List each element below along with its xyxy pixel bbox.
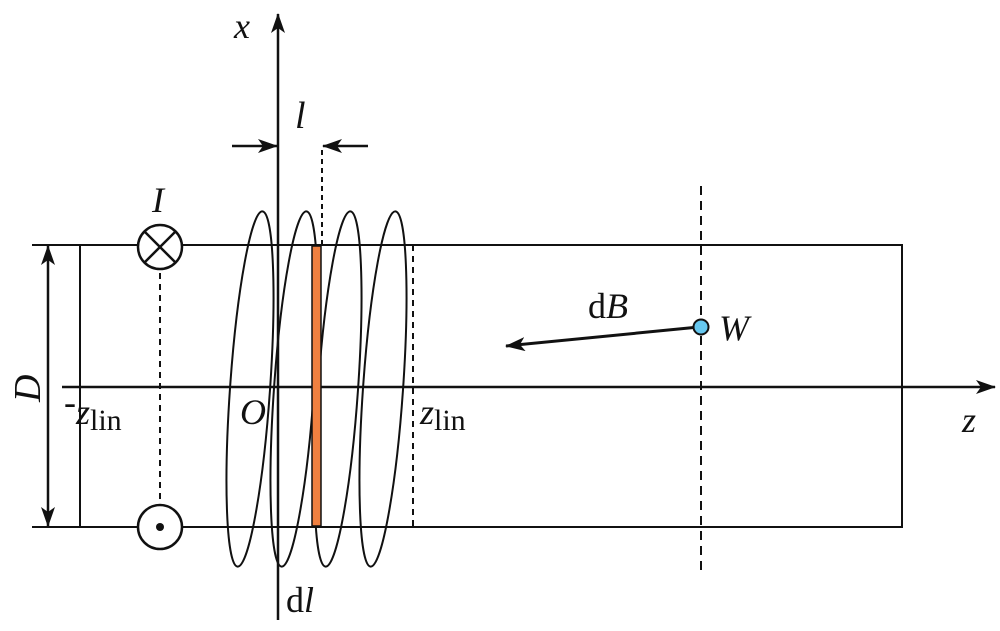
neg-zlin-label: -zlin bbox=[64, 382, 122, 437]
current-element-strip bbox=[311, 245, 322, 527]
current-out-of-page-icon bbox=[136, 503, 184, 551]
dl-label-d: d bbox=[286, 580, 304, 620]
current-into-page-icon bbox=[136, 223, 184, 271]
db-label-b: B bbox=[606, 286, 628, 326]
db-vector-arrow bbox=[505, 325, 700, 352]
point-w-marker bbox=[692, 318, 710, 336]
pitch-label: l bbox=[295, 95, 306, 137]
origin-label: O bbox=[240, 392, 266, 432]
zlin-z: z bbox=[419, 392, 434, 432]
db-label-d: d bbox=[588, 286, 606, 326]
dl-label-l: l bbox=[304, 580, 314, 620]
x-axis-label: x bbox=[233, 6, 250, 46]
neg-zlin-minus: - bbox=[64, 382, 76, 422]
diameter-label: D bbox=[7, 375, 49, 403]
coil-turn-4 bbox=[358, 210, 408, 568]
coil-turn-1 bbox=[225, 210, 275, 568]
z-axis-label: z bbox=[961, 400, 976, 440]
zlin-sub: lin bbox=[434, 404, 466, 437]
dl-label: dl bbox=[286, 580, 314, 620]
neg-zlin-z: z bbox=[75, 392, 90, 432]
point-w-label: W bbox=[719, 308, 752, 348]
neg-zlin-sub: lin bbox=[90, 404, 122, 437]
zlin-label: zlin bbox=[419, 392, 466, 437]
db-label: dB bbox=[588, 286, 628, 326]
current-label: I bbox=[151, 180, 166, 220]
